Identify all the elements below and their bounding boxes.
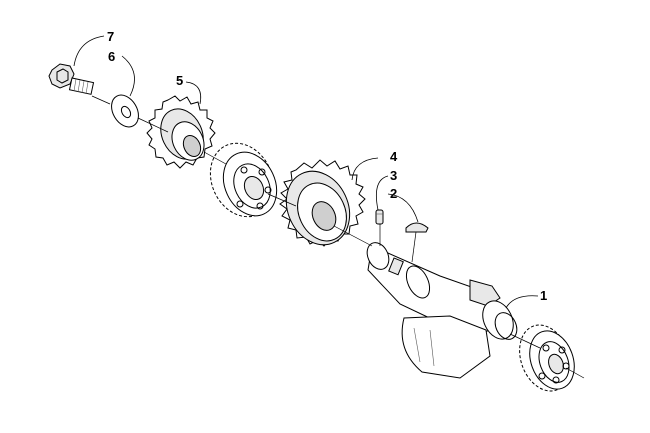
part-bearing-right [519, 324, 575, 392]
part-bearing-left [209, 142, 278, 218]
leader-4 [351, 157, 379, 181]
callout-7: 7 [107, 29, 114, 44]
part-small-gear [146, 95, 216, 169]
assembly-axis [91, 95, 585, 379]
part-pin [375, 209, 384, 225]
callout-5: 5 [176, 73, 183, 88]
leader-5 [185, 81, 202, 105]
leader-6 [121, 55, 135, 97]
leader-2 [387, 193, 419, 223]
callout-2: 2 [390, 186, 397, 201]
callout-1: 1 [540, 288, 547, 303]
part-crankshaft [366, 242, 518, 379]
leader-1 [505, 295, 539, 309]
part-woodruff-key [405, 222, 429, 233]
callout-6: 6 [108, 49, 115, 64]
leader-lines [73, 35, 539, 309]
part-large-gear [279, 159, 366, 247]
callout-3: 3 [390, 168, 397, 183]
part-bolt [48, 63, 95, 95]
part-washer [111, 94, 139, 128]
callout-4: 4 [390, 149, 398, 164]
leader-3 [375, 175, 389, 211]
leader-7 [73, 35, 105, 67]
